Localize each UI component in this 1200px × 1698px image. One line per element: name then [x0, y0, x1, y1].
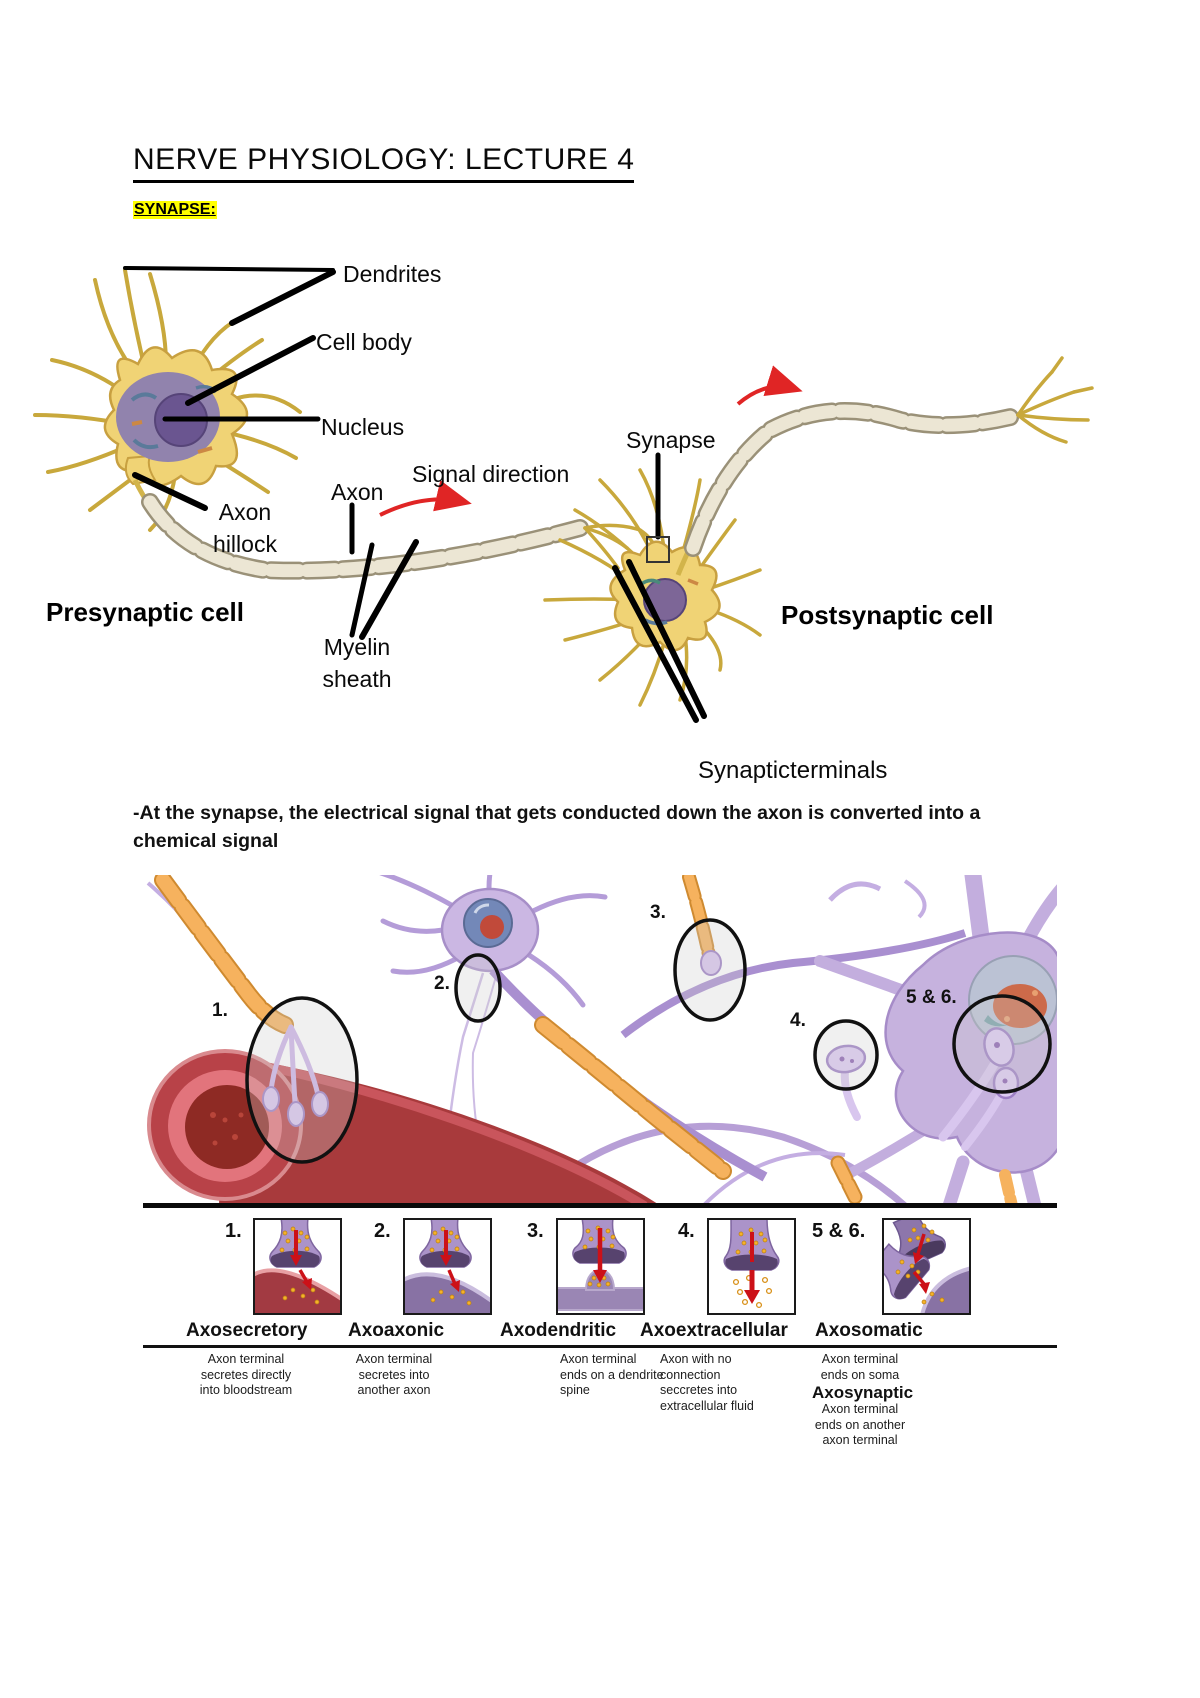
right-large-neuron	[814, 875, 1057, 1206]
synapse-types-illustration	[143, 875, 1057, 1206]
label-axosecretory: Axosecretory	[186, 1320, 308, 1341]
axosomatic-inset	[884, 1220, 969, 1313]
panel-1-number: 1.	[225, 1220, 242, 1242]
label-signal-direction: Signal direction	[412, 461, 570, 487]
axon-terminal-branches	[1016, 356, 1094, 444]
label-axosynaptic: Axosynaptic	[812, 1383, 914, 1402]
presynaptic-axon-myelin	[132, 478, 589, 580]
page-title: NERVE PHYSIOLOGY: LECTURE 4	[133, 143, 635, 183]
desc-axodendritic: Axon terminal ends on a dendrite spine	[560, 1352, 664, 1397]
panel-5-6-number: 5 & 6.	[812, 1220, 866, 1242]
panel-axosomatic	[882, 1218, 971, 1315]
label-axoextracellular: Axoextracellular	[640, 1320, 788, 1341]
synapse-box	[646, 536, 670, 563]
label-axoaxonic: Axoaxonic	[348, 1320, 445, 1341]
panel-axoextracellular	[707, 1218, 796, 1315]
neuron-diagram-illustration	[33, 266, 1094, 723]
panel-axoaxonic	[403, 1218, 492, 1315]
callout-3: 3.	[650, 902, 666, 923]
label-axon-hillock: Axon hillock	[213, 499, 277, 557]
label-axosomatic: Axosomatic	[815, 1320, 923, 1341]
panel-axodendritic	[556, 1218, 645, 1315]
desc-axoaxonic: Axon terminal secretes into another axon	[355, 1352, 433, 1397]
callout-circles	[245, 918, 1052, 1164]
label-synapse: Synapse	[626, 427, 716, 453]
myelin-fragments	[830, 1155, 1018, 1206]
desc-axosecretory: Axon terminal secretes directly into blo…	[199, 1352, 293, 1397]
label-myelin-sheath: Myelin sheath	[322, 634, 392, 692]
desc-axosynaptic: Axon terminal ends on another axon termi…	[814, 1402, 906, 1447]
section-heading-synapse: SYNAPSE:	[133, 201, 217, 219]
axosecretory-terminals	[154, 875, 329, 1127]
label-axodendritic: Axodendritic	[500, 1320, 617, 1341]
label-underline-rule	[143, 1345, 1057, 1348]
axoaxonic-inset	[405, 1220, 490, 1313]
label-dendrites: Dendrites	[343, 261, 442, 287]
axoextracellular-ending	[825, 1044, 867, 1121]
figure-divider-line	[143, 1203, 1057, 1208]
panel-2-number: 2.	[374, 1220, 391, 1242]
label-leader-lines	[123, 266, 707, 723]
blood-vessel	[147, 1049, 661, 1206]
callout-2: 2.	[434, 973, 450, 994]
axoextracellular-inset	[723, 1220, 780, 1309]
axosecretory-inset	[255, 1220, 340, 1313]
label-synaptic-terminals: Synapticterminals	[698, 757, 888, 784]
label-axon: Axon	[331, 479, 384, 505]
signal-direction-arrows	[379, 365, 803, 517]
callout-5-6: 5 & 6.	[906, 987, 957, 1008]
note-paragraph: -At the synapse, the electrical signal t…	[133, 802, 981, 852]
panel-axosecretory	[253, 1218, 342, 1315]
axodendritic-junction	[682, 875, 722, 976]
label-postsynaptic-cell: Postsynaptic cell	[781, 600, 994, 630]
desc-axosomatic: Axon terminal ends on soma	[820, 1352, 900, 1382]
callout-1: 1.	[212, 1000, 228, 1021]
axodendritic-inset	[558, 1220, 643, 1311]
central-neuron	[379, 875, 768, 1182]
panel-3-number: 3.	[527, 1220, 544, 1242]
postsynaptic-axon-myelin	[675, 356, 1094, 576]
label-cell-body: Cell body	[316, 329, 412, 355]
panel-4-number: 4.	[678, 1220, 695, 1242]
label-nucleus: Nucleus	[321, 414, 405, 440]
callout-4: 4.	[790, 1010, 806, 1031]
desc-axoextracellular: Axon with no connection seccretes into e…	[660, 1352, 754, 1413]
label-presynaptic-cell: Presynaptic cell	[46, 597, 244, 627]
